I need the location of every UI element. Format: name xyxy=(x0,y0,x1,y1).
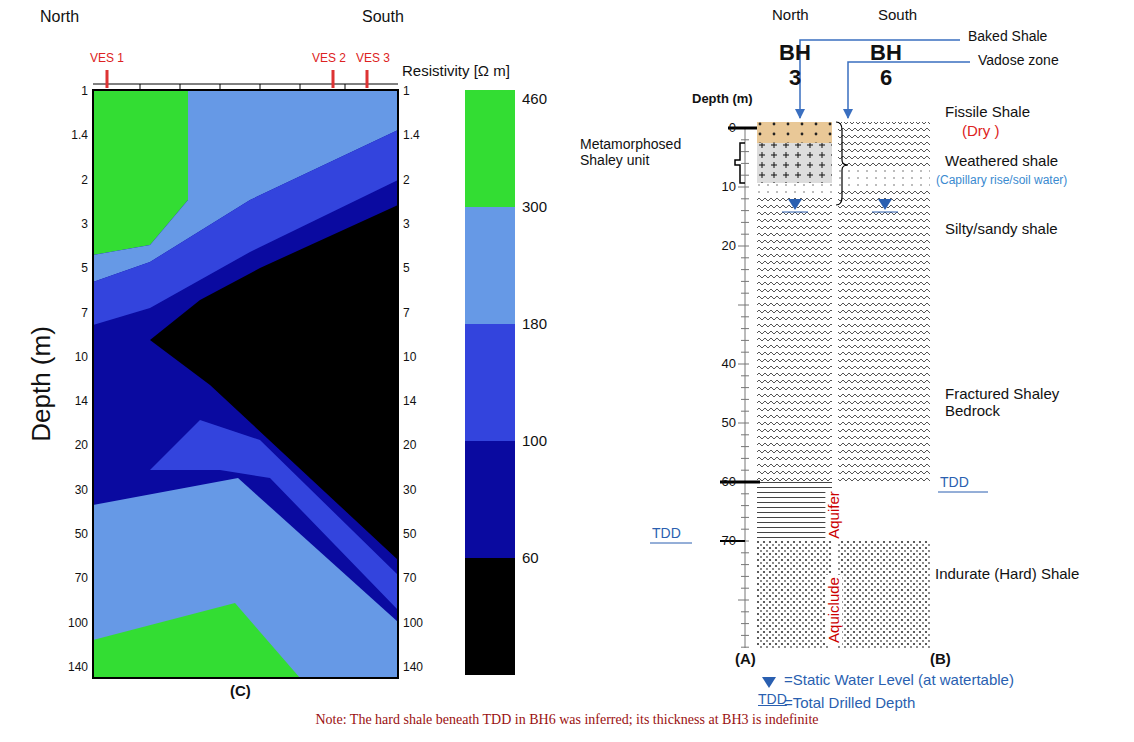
label: 140 xyxy=(68,661,88,675)
label: VES 1 xyxy=(90,52,124,66)
label: North xyxy=(40,8,79,26)
label: 5 xyxy=(403,262,410,276)
label: BH 6 xyxy=(866,40,906,91)
label: 20 xyxy=(403,439,416,453)
legend-value: 300 xyxy=(522,198,547,215)
label: 1.4 xyxy=(71,129,88,143)
label: 5 xyxy=(81,262,88,276)
label: 100 xyxy=(403,617,423,631)
label: 30 xyxy=(403,484,416,498)
label: VES 3 xyxy=(356,52,390,66)
label: TDD xyxy=(758,691,787,707)
rotated-label: Depth (m) xyxy=(27,326,57,442)
label: (A) xyxy=(735,650,756,667)
label: Note: The hard shale beneath TDD in BH6 … xyxy=(316,712,819,728)
label: 140 xyxy=(403,661,423,675)
label: 1 xyxy=(403,85,410,99)
label: BH 3 xyxy=(775,40,815,91)
label: =Static Water Level (at watertable) xyxy=(784,671,1014,688)
label: 3 xyxy=(81,218,88,232)
label: Fractured Shaley Bedrock xyxy=(945,385,1085,420)
legend-value: 180 xyxy=(522,315,547,332)
label: VES 2 xyxy=(312,52,346,66)
label: (Capillary rise/soil water) xyxy=(936,174,1067,188)
legend-swatch xyxy=(465,324,515,441)
label: 2 xyxy=(81,174,88,188)
label: North xyxy=(772,6,809,23)
label: 50 xyxy=(722,416,736,431)
label: Baked Shale xyxy=(968,28,1047,44)
label: South xyxy=(878,6,917,23)
legend-value: 60 xyxy=(522,549,539,566)
label: Depth (m) xyxy=(692,92,753,107)
label: 100 xyxy=(68,617,88,631)
label: 3 xyxy=(403,218,410,232)
label: 60 xyxy=(722,475,736,490)
label: 0 xyxy=(729,121,736,136)
rotated-label: Aquiclude xyxy=(825,575,842,645)
label: TDD xyxy=(940,474,969,490)
label: 20 xyxy=(722,239,736,254)
rotated-label: Aquifer xyxy=(825,489,842,541)
label: 70 xyxy=(722,534,736,549)
legend-swatch xyxy=(465,90,515,207)
label: 70 xyxy=(75,572,88,586)
label: 50 xyxy=(75,528,88,542)
label: 40 xyxy=(722,357,736,372)
label: 70 xyxy=(403,572,416,586)
label: (C) xyxy=(230,682,251,699)
legend-swatch xyxy=(465,558,515,675)
label: 1 xyxy=(81,85,88,99)
legend-swatch xyxy=(465,207,515,324)
legend-swatch xyxy=(465,441,515,558)
label: South xyxy=(362,8,404,26)
label: 7 xyxy=(403,307,410,321)
label: 30 xyxy=(75,484,88,498)
label: Vadose zone xyxy=(978,52,1059,68)
label: 1.4 xyxy=(403,129,420,143)
label: 14 xyxy=(403,395,416,409)
label: 10 xyxy=(722,180,736,195)
label: 20 xyxy=(75,439,88,453)
label: 10 xyxy=(403,351,416,365)
label: Indurate (Hard) Shale xyxy=(935,565,1085,582)
label: TDD xyxy=(652,525,681,541)
legend-value: 460 xyxy=(522,90,547,107)
label: 2 xyxy=(403,174,410,188)
label: 14 xyxy=(75,395,88,409)
label: (B) xyxy=(930,650,951,667)
label: Resistivity [Ω m] xyxy=(402,62,510,79)
label: Silty/sandy shale xyxy=(945,220,1058,237)
label: Weathered shale xyxy=(945,152,1058,169)
label: =Total Drilled Depth xyxy=(784,694,915,711)
label: 50 xyxy=(403,528,416,542)
label: 7 xyxy=(81,307,88,321)
label: (Dry ) xyxy=(962,122,1000,139)
label: Metamorphosed Shaley unit xyxy=(580,136,710,168)
label: 10 xyxy=(75,351,88,365)
legend-value: 100 xyxy=(522,432,547,449)
label: Fissile Shale xyxy=(945,103,1030,120)
